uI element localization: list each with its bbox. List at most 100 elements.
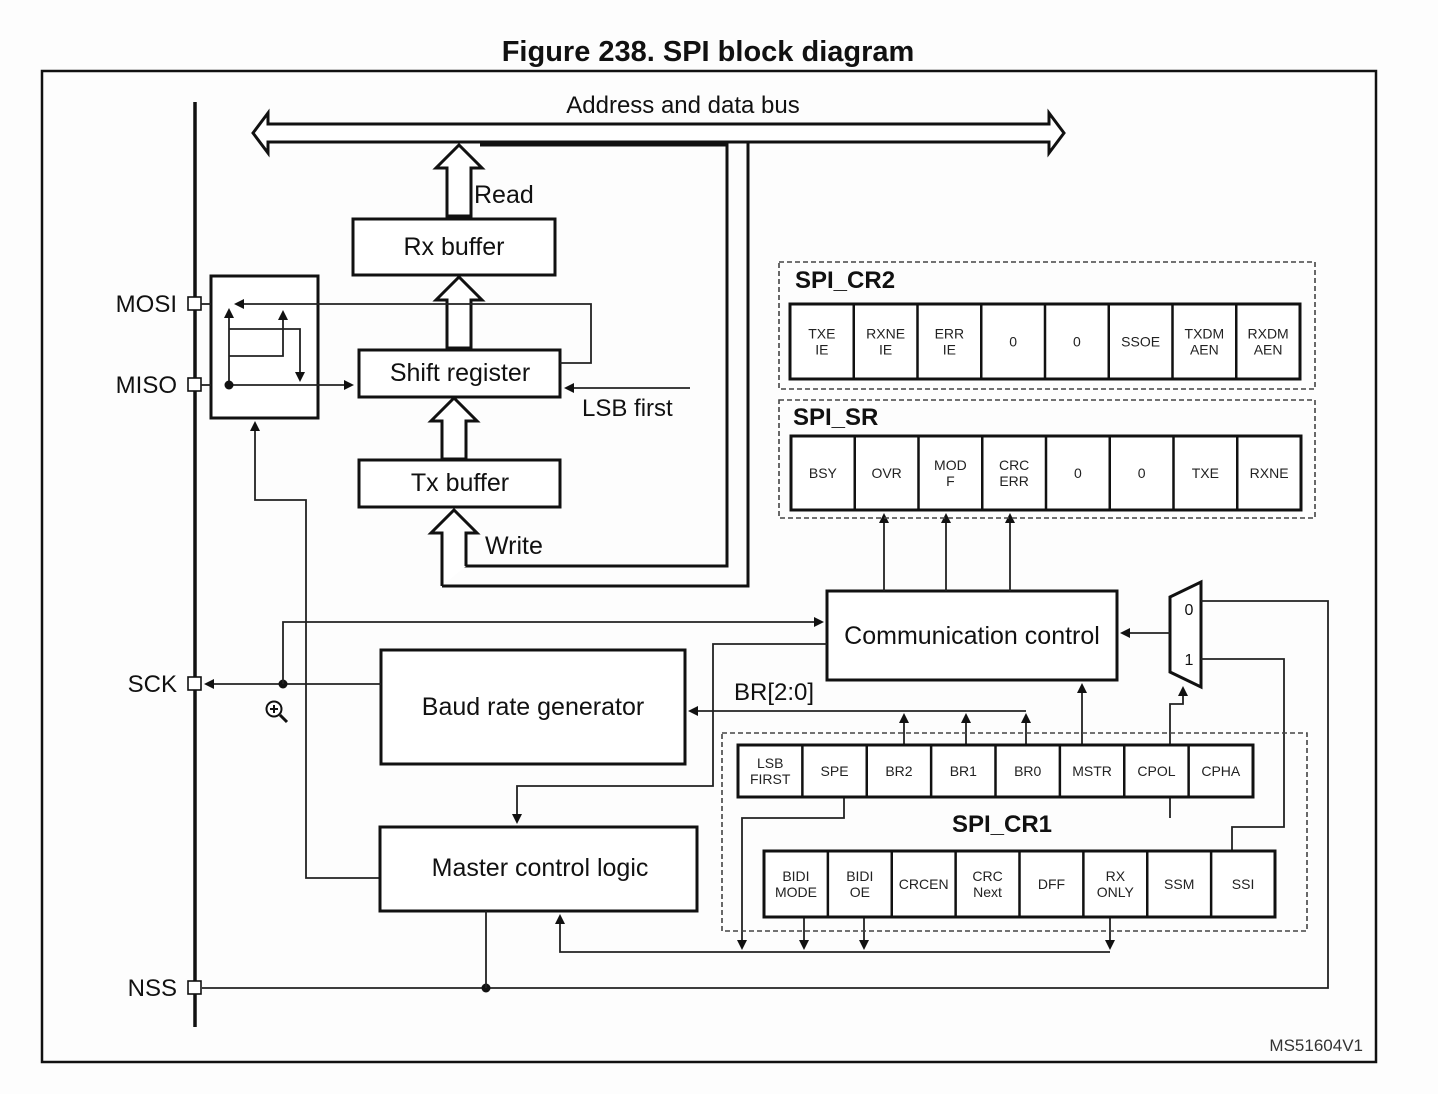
spi-cr2-bit-label: IE [943,341,956,357]
spi-sr-bit-label: 0 [1138,465,1146,481]
spi-cr1-top-bit-label: SPE [821,763,849,779]
spi-cr2-bit-label: TXE [808,325,835,341]
spi-cr2-bit-4: 0 [1073,333,1081,349]
spi-cr1-top-bit-1: SPE [821,763,849,779]
spi-cr1-top-bit-6: CPOL [1137,763,1175,779]
spi-cr1-bottom-bit-label: ONLY [1097,884,1135,900]
spi-cr2-bit-label: AEN [1190,341,1219,357]
spi-cr1-bottom-bit-label: BIDI [846,868,873,884]
spi-cr2-bit-label: 0 [1009,333,1017,349]
rx-buffer-label: Rx buffer [404,233,505,261]
tx-buffer-label: Tx buffer [411,469,509,497]
baud-rate-generator-label: Baud rate generator [422,693,644,721]
pin-miso-label: MISO [116,372,177,399]
spi-cr1-bottom-bit-6: SSM [1164,876,1194,892]
spi-cr2-bit-label: RXNE [866,325,905,341]
spi-cr2-bit-5: SSOE [1121,333,1160,349]
comm-to-master-line [512,643,827,824]
spi-cr1-bottom-bit-label: Next [973,884,1002,900]
spi-cr2-bit-label: TXDM [1185,325,1225,341]
mux-in1-label: 1 [1185,652,1194,669]
spi-sr-bit-label: F [946,473,955,489]
spi-cr1-top-bit-label: BR0 [1014,763,1041,779]
spi-cr1-top-bit-5: MSTR [1072,763,1112,779]
mux-in0-label: 0 [1185,602,1194,619]
spi-cr1-top-bit-7: CPHA [1201,763,1241,779]
write-arrow [427,507,481,586]
spi-cr1-bottom-bit-label: SSM [1164,876,1194,892]
spi-cr1-top-bit-label: BR1 [950,763,977,779]
spi-sr-bit-label: 0 [1074,465,1082,481]
communication-control [825,589,1119,682]
spi-cr1-bottom-bit-label: CRCEN [899,876,949,892]
spi-cr2-bit-label: RXDM [1248,325,1289,341]
spi-sr-bit-0: BSY [809,465,838,481]
pin-mosi-label: MOSI [116,291,177,318]
spi-cr2-bit-label: ERR [935,325,965,341]
spi-sr-bit-label: RXNE [1250,465,1289,481]
spi-sr-bit-1: OVR [871,465,901,481]
bus-label: Address and data bus [566,92,800,119]
tx-to-shift-arrow [427,395,481,461]
spi-sr-bit-label: CRC [999,457,1029,473]
spi-sr-title: SPI_SR [793,404,878,431]
spi-cr1-bottom-bit-label: MODE [775,884,817,900]
spi-sr-bit-6: TXE [1192,465,1219,481]
figure-title: Figure 238. SPI block diagram [502,36,915,68]
read-label: Read [474,181,534,209]
spi-cr1-bottom-bit-label: BIDI [782,868,809,884]
shift-register-label: Shift register [390,359,530,387]
spi-sr-bit-label: OVR [871,465,901,481]
spi-sr-bit-label: BSY [809,465,838,481]
sck-to-comm-line [282,617,824,684]
mosi-miso-switch [201,274,592,420]
master-control-logic [378,825,699,913]
pin-miso [187,377,202,392]
master-to-switch-line [250,421,379,879]
spi-sr-frame [778,399,1316,519]
spi-cr1-top-bit-2: BR2 [885,763,912,779]
write-label: Write [485,532,543,560]
tx-buffer [357,458,562,509]
zoom-in-cursor-icon [265,700,289,724]
pin-nss [187,980,202,995]
spi-cr1-top-bit-4: BR0 [1014,763,1041,779]
spi-cr2-title: SPI_CR2 [795,267,895,294]
pin-nss-label: NSS [128,975,177,1002]
pin-sck-label: SCK [128,671,177,698]
spi-cr2-frame [778,261,1316,390]
lsb-first-label: LSB first [582,395,673,422]
spi-cr1-bottom-bit-4: DFF [1038,876,1065,892]
spi-cr2-bit-label: AEN [1254,341,1283,357]
spi-cr1-frame [721,732,1308,932]
spi-cr1-top-bit-label: FIRST [750,771,791,787]
address-data-bus: Address and data bus [251,92,1066,158]
spi-sr-bit-label: MOD [934,457,967,473]
spi-cr2-bit-label: IE [879,341,892,357]
spi-cr1-bottom-bit-label: DFF [1038,876,1065,892]
figure-frame [40,69,1378,1064]
spi-sr-bit-label: TXE [1192,465,1219,481]
spi-cr1-bottom-bit-2: CRCEN [899,876,949,892]
spe-arrow [737,797,845,950]
pin-mosi [187,296,202,311]
spi-cr1-top-bit-label: CPOL [1137,763,1175,779]
read-arrow [432,142,486,218]
communication-control-label: Communication control [844,622,1100,650]
nss-mux: 0 1 [202,579,1329,989]
